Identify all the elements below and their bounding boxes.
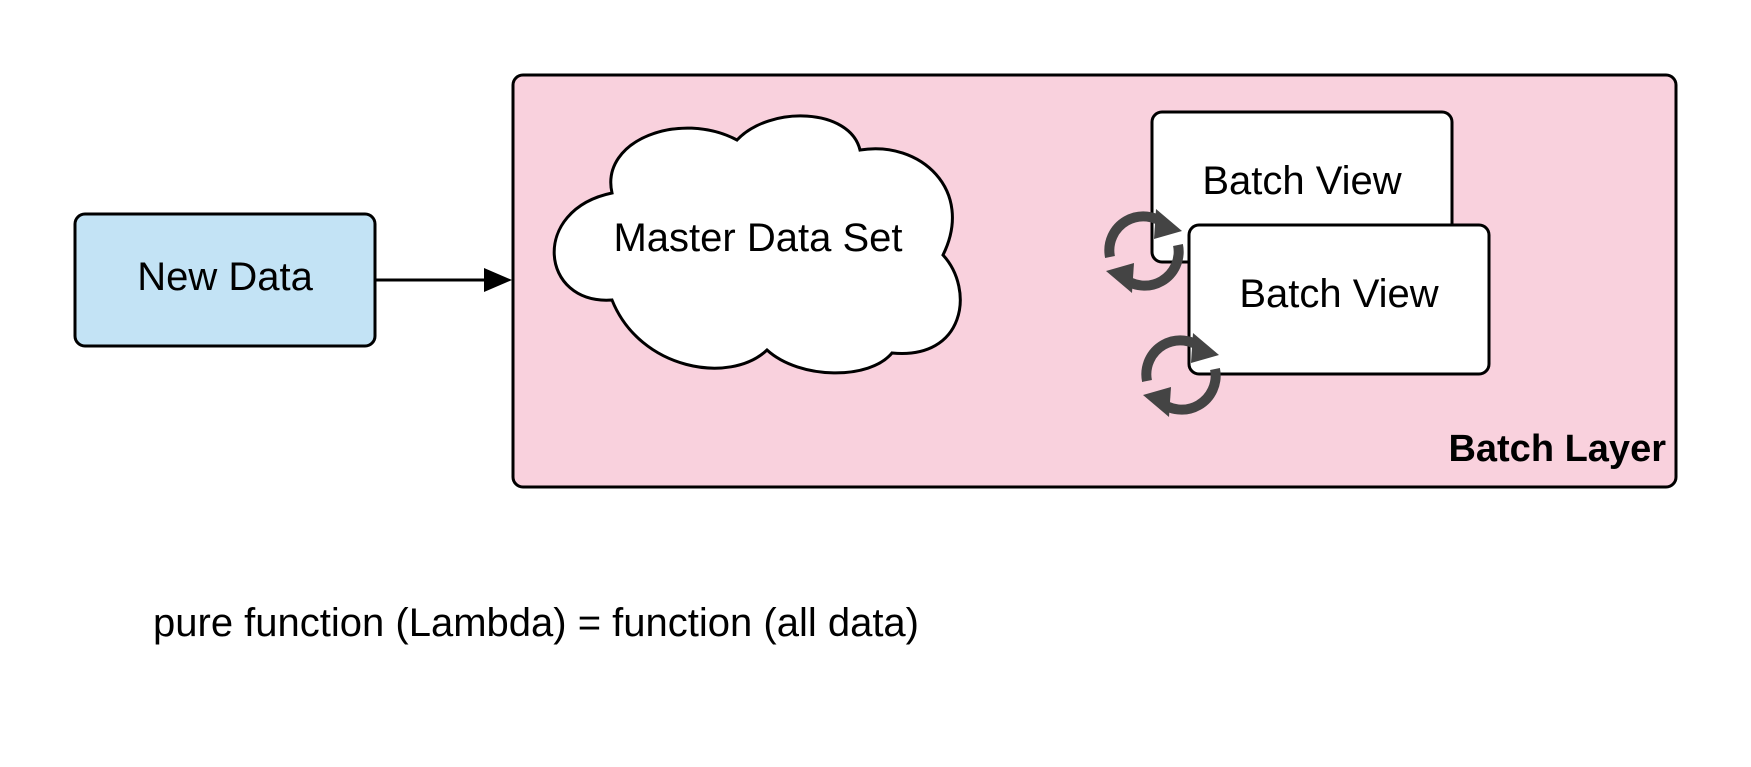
- cloud-shape: [552, 114, 962, 375]
- master-data-set-node[interactable]: Master Data Set: [552, 114, 962, 375]
- batch-view-box-2: [1187, 223, 1491, 376]
- new-data-node[interactable]: New Data: [73, 212, 377, 348]
- formula-text: pure function (Lambda) = function (all d…: [153, 601, 919, 645]
- batch-view-node-2[interactable]: Batch View: [1187, 223, 1491, 376]
- batch-view-label-1: Batch View: [1202, 159, 1401, 203]
- batch-view-label-2: Batch View: [1239, 272, 1438, 316]
- batch-layer-label: Batch Layer: [1448, 428, 1666, 470]
- arrow-new-data-to-batch-layer: [375, 268, 512, 292]
- master-data-set-label: Master Data Set: [613, 216, 902, 260]
- arrow-head-icon: [484, 268, 512, 292]
- new-data-label: New Data: [137, 255, 313, 299]
